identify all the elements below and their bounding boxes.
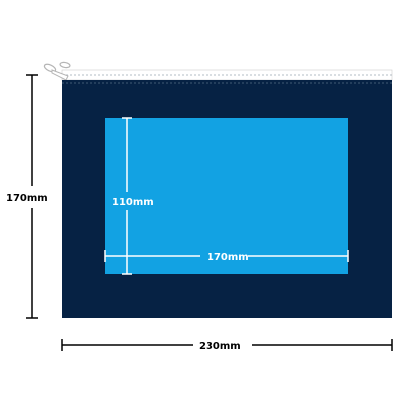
overall-width-label: 230mm xyxy=(199,341,241,352)
print-height-dimension xyxy=(122,117,132,275)
overall-height-label: 170mm xyxy=(6,193,48,204)
print-width-dimension xyxy=(104,250,349,262)
print-width-label: 170mm xyxy=(207,252,249,263)
overall-height-dimension xyxy=(26,74,38,319)
print-area xyxy=(105,118,348,274)
zipper-pull-icon xyxy=(43,61,71,81)
overall-width-dimension xyxy=(61,339,393,351)
print-height-label: 110mm xyxy=(112,197,154,208)
